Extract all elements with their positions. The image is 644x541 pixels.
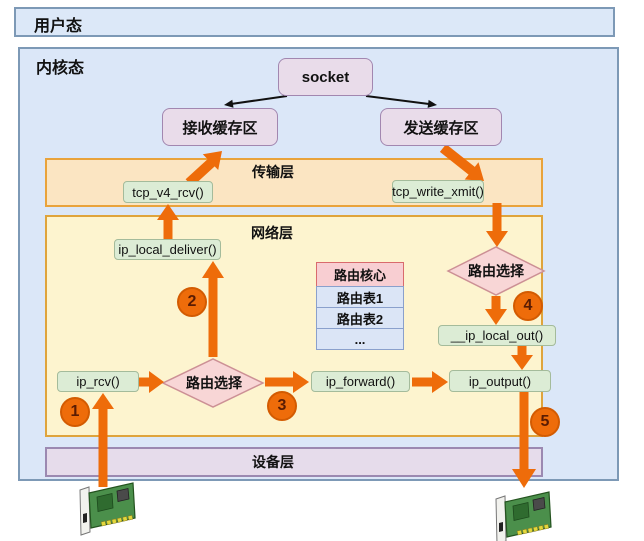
fn-ip-forward: ip_forward()	[311, 371, 410, 392]
route-decision-tx-label: 路由选择	[468, 263, 524, 279]
fn-ip-local-deliver: ip_local_deliver()	[114, 239, 221, 260]
fn-ip-rcv: ip_rcv()	[57, 371, 139, 392]
routing-table-header: 路由核心	[316, 262, 404, 287]
kernel-mode-label: 内核态	[36, 60, 85, 77]
send-buffer-box: 发送缓存区	[380, 108, 502, 146]
nic-pins	[516, 523, 550, 536]
step-badge-4: 4	[513, 291, 543, 321]
network-layer-label: 网络层	[251, 225, 293, 241]
route-decision-rx-label: 路由选择	[186, 375, 242, 391]
routing-table: 路由核心 路由表1 路由表2 ...	[316, 262, 404, 350]
routing-table-row: 路由表1	[316, 286, 404, 308]
step-badge-3: 3	[267, 391, 297, 421]
network-card-icon	[79, 482, 136, 536]
user-mode-box	[14, 7, 615, 37]
device-layer-label: 设备层	[252, 454, 294, 470]
receive-buffer-box: 接收缓存区	[162, 108, 278, 146]
transport-layer-label: 传输层	[252, 164, 294, 180]
step-badge-2: 2	[177, 287, 207, 317]
routing-table-row: ...	[316, 328, 404, 350]
network-card-icon	[495, 491, 552, 541]
fn-tcp-write-xmit: tcp_write_xmit()	[392, 180, 484, 203]
socket-box: socket	[278, 58, 373, 96]
routing-table-row: 路由表2	[316, 307, 404, 329]
step-badge-1: 1	[60, 397, 90, 427]
fn-ip-output: ip_output()	[449, 370, 551, 392]
step-badge-5: 5	[530, 407, 560, 437]
device-layer-band	[45, 447, 543, 477]
fn-tcp-v4-rcv: tcp_v4_rcv()	[123, 181, 213, 203]
fn-ip-local-out: __ip_local_out()	[438, 325, 556, 346]
user-mode-label: 用户态	[34, 18, 83, 35]
nic-pins	[100, 514, 134, 527]
